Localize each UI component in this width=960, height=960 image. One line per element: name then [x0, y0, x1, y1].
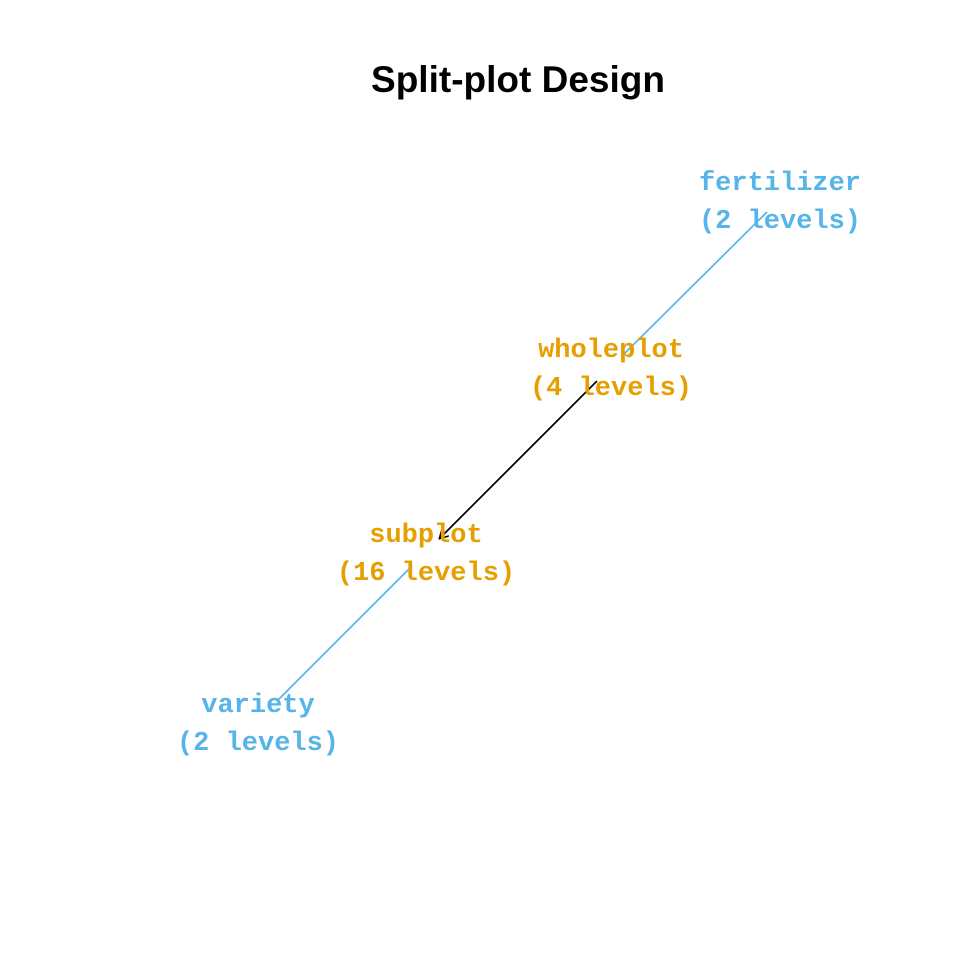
edge-wholeplot-subplot — [440, 380, 598, 538]
node-variety-name: variety — [201, 691, 314, 721]
node-subplot-name: subplot — [369, 521, 482, 551]
node-fertilizer-name: fertilizer — [699, 169, 861, 199]
node-subplot-levels: (16 levels) — [337, 559, 515, 589]
node-fertilizer-levels: (2 levels) — [699, 207, 861, 237]
node-subplot: subplot (16 levels) — [337, 521, 515, 589]
node-wholeplot: wholeplot (4 levels) — [530, 336, 692, 404]
edge-fertilizer-wholeplot — [623, 211, 768, 355]
node-fertilizer: fertilizer (2 levels) — [699, 169, 861, 237]
diagram-title: Split-plot Design — [371, 59, 665, 100]
node-variety-levels: (2 levels) — [177, 729, 339, 759]
edge-subplot-variety — [277, 565, 413, 701]
node-variety: variety (2 levels) — [177, 691, 339, 759]
node-wholeplot-name: wholeplot — [538, 336, 684, 366]
node-wholeplot-levels: (4 levels) — [530, 374, 692, 404]
